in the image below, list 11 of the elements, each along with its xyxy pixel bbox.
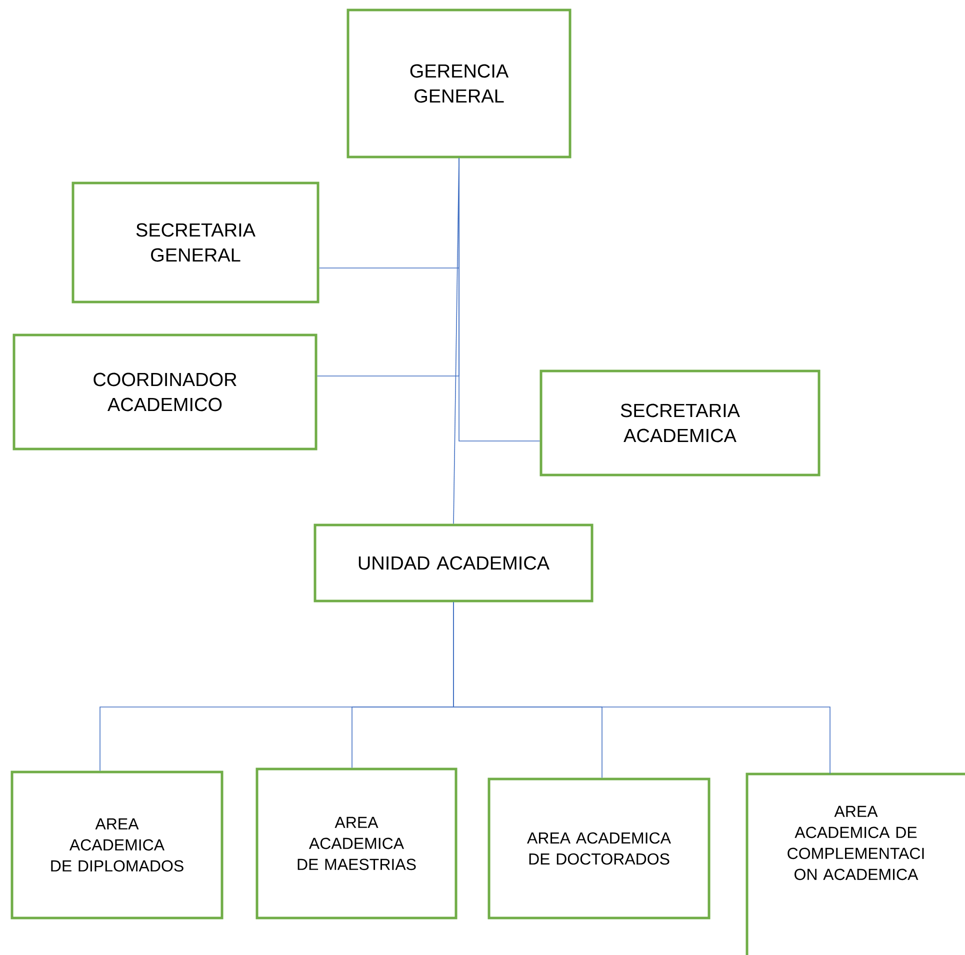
connector-line	[453, 602, 830, 774]
org-box: AREA ACADEMICA DE MAESTRIAS	[256, 768, 458, 920]
connector-line	[453, 158, 460, 524]
org-box: SECRETARIA GENERAL	[72, 182, 320, 304]
org-box: AREA ACADEMICA DE DIPLOMADOS	[10, 770, 224, 920]
org-box: UNIDAD ACADEMICA	[314, 524, 594, 602]
org-box: COORDINADOR ACADEMICO	[12, 334, 318, 450]
org-box: SECRETARIA ACADEMICA	[540, 370, 820, 476]
org-box: GERENCIA GENERAL	[346, 8, 572, 158]
org-box: AREA ACADEMICA DE DOCTORADOS	[488, 778, 710, 920]
org-box: AREA ACADEMICA DE COMPLEMENTACI ON ACADEMICA	[746, 772, 965, 955]
